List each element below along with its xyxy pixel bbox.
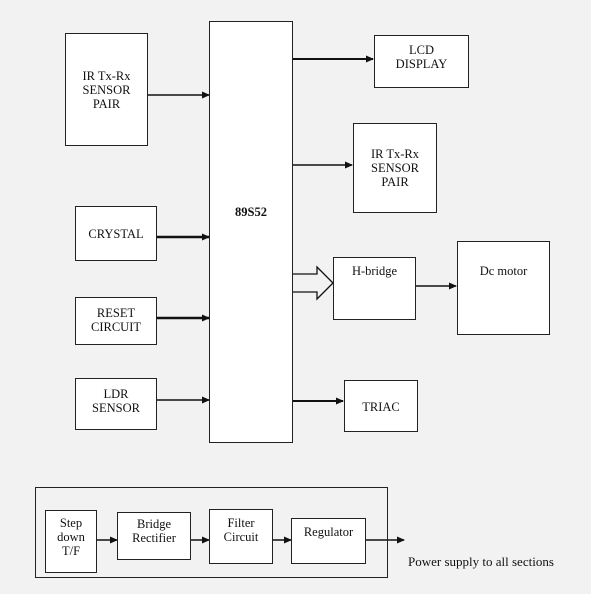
power-supply-caption: Power supply to all sections (408, 554, 554, 569)
step-down-transformer-label: Step down T/F (57, 516, 85, 558)
dc-motor-label: Dc motor (479, 264, 528, 278)
triac-label: TRIAC (362, 400, 400, 414)
h-bridge-label: H-bridge (351, 264, 398, 278)
lcd-display-block (374, 35, 469, 88)
ir-sensor-input-label: IR Tx-Rx SENSOR PAIR (82, 69, 131, 111)
reset-circuit-block (75, 297, 157, 345)
mcu-label: 89S52 (235, 205, 267, 219)
regulator-label: Regulator (303, 525, 354, 539)
reset-circuit-label: RESET CIRCUIT (91, 306, 141, 334)
filter-circuit-label: Filter Circuit (223, 516, 259, 544)
h-bridge-block (333, 257, 416, 320)
crystal-block (75, 206, 157, 261)
ldr-sensor-label: LDR SENSOR (92, 387, 140, 415)
power-supply-frame (35, 487, 388, 578)
ldr-sensor-block (75, 378, 157, 430)
mcu-block (209, 21, 293, 443)
lcd-display-label: LCD DISPLAY (395, 43, 448, 71)
step-down-transformer-block (45, 510, 97, 573)
ir-sensor-output-label: IR Tx-Rx SENSOR PAIR (370, 147, 420, 189)
hollow-arrow-mcu-to-hbridge (293, 265, 334, 301)
triac-block (344, 380, 418, 432)
bridge-rectifier-label: Bridge Rectifier (132, 517, 176, 545)
ir-sensor-output-block (353, 123, 437, 213)
bridge-rectifier-block (117, 512, 191, 560)
filter-circuit-block (209, 509, 273, 564)
crystal-label: CRYSTAL (88, 227, 144, 241)
ir-sensor-input-block (65, 33, 148, 146)
dc-motor-block (457, 241, 550, 335)
regulator-block (291, 518, 366, 564)
